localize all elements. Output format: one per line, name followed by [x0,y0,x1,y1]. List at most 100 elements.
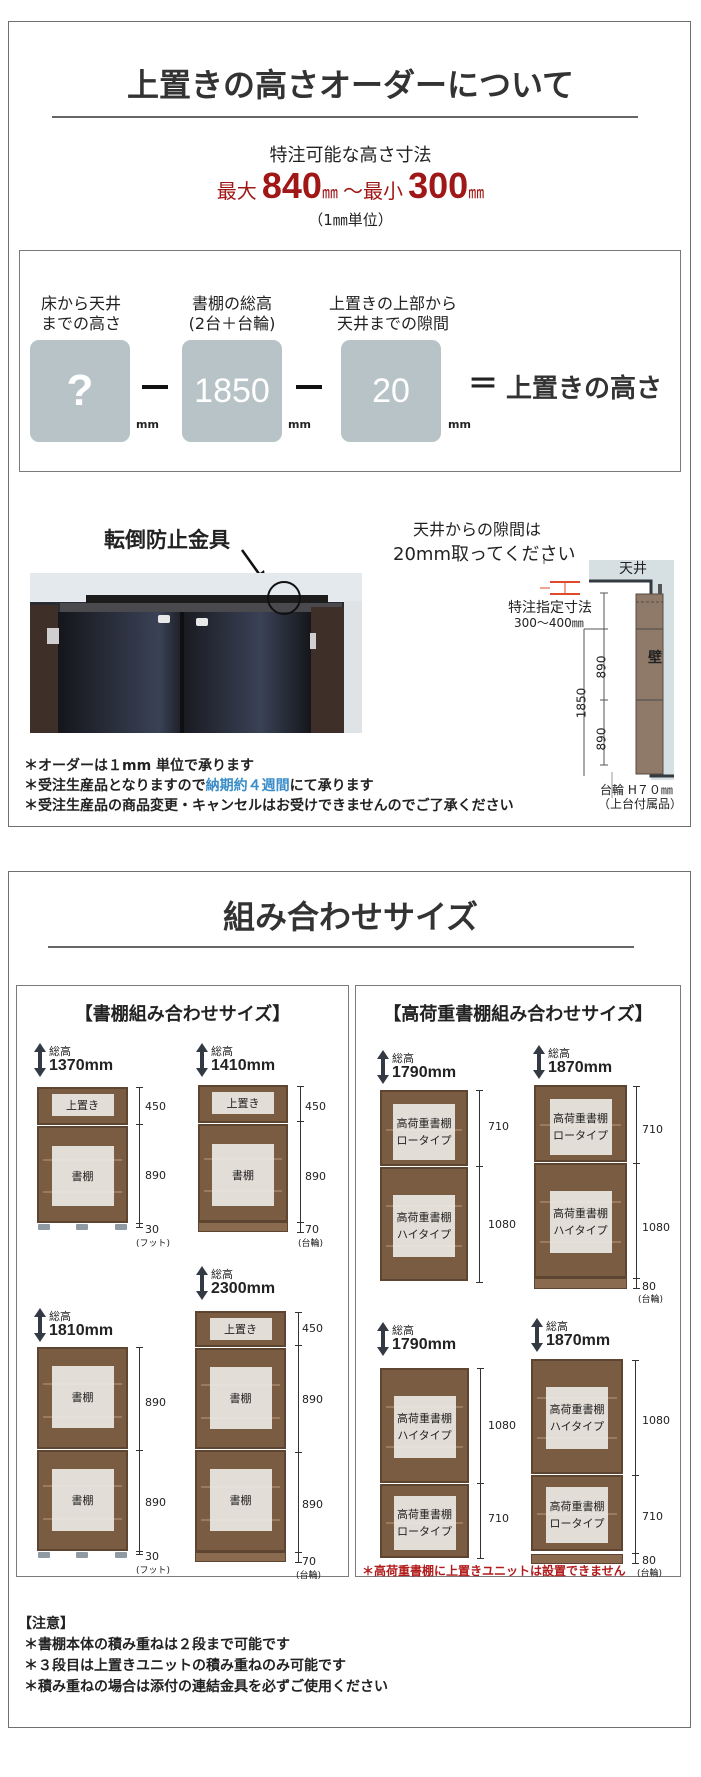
dim-low: 710 [488,1512,509,1525]
heavy-combo-title: 【高荷重書棚組み合わせサイズ】 [383,1004,653,1025]
unit-label: 上置き [209,1318,272,1340]
formula-term-1-label: 床から天井 までの高さ [26,294,136,334]
delivery-period-highlight: 納期約４週間 [205,778,290,794]
dim-base: 80 [642,1554,656,1567]
formula-term-2-unit: mm [288,418,311,431]
note-1: ＊オーダーは１mm 単位で承ります [24,758,255,774]
dim-upper: 450 [302,1322,323,1335]
foot-icon [76,1224,88,1230]
unit-label: 高荷重書棚ハイタイプ [549,1191,612,1253]
dim-bookshelf: 890 [145,1496,166,1509]
anti-tip-bracket-caption: 転倒防止金具 [104,528,230,552]
height-arrow-icon [196,1043,208,1077]
label-line: 床から天井 [40,294,121,313]
unit-label: 高荷重書棚ロータイプ [393,1496,456,1550]
minus-operator-2 [296,385,322,389]
unit-label: 高荷重書棚ロータイプ [393,1104,455,1160]
bookshelf-combo-title: 【書棚組み合わせサイズ】 [74,1004,291,1025]
upper-unit: 上置き [37,1087,128,1125]
hinge-icon [310,633,316,649]
gap-note-line1: 天井からの隙間は [413,520,542,539]
plinth-base [195,1552,286,1562]
label-line: (2台＋台輪) [188,314,276,333]
heavy-low-unit: 高荷重書棚ロータイプ [531,1475,623,1551]
wall-label: 壁 [648,650,662,666]
height-arrow-icon [34,1043,46,1077]
equals-operator: ＝ [468,367,498,402]
photo-interior [58,612,311,733]
dim-bookshelf: 890 [145,1396,166,1409]
combo-title-divider [48,946,634,948]
note-2-prefix: ＊受注生産品となりますので [24,778,206,794]
upper-unit: 上置き [198,1085,288,1123]
note-2: ＊受注生産品となりますので納期約４週間にて承ります [24,775,374,795]
gap-note-line2: 20mm取ってください [393,544,576,565]
plinth-base [198,1222,288,1232]
plinth-base [531,1554,623,1564]
height-arrow-icon [34,1308,46,1342]
unit-label: 高荷重書棚ハイタイプ [546,1387,608,1449]
unit-label: 上置き [51,1094,114,1116]
custom-dim-label: 特注指定寸法 [508,600,592,616]
dim-low: 710 [642,1510,663,1523]
unit-label: 書棚 [51,1469,114,1531]
plinth-base [534,1278,627,1289]
unit-label: 書棚 [212,1144,274,1206]
range-min-unit: ㎜ [468,183,485,202]
formula-term-2-tile: 1850 [182,340,282,442]
formula-result: 上置きの高さ [506,374,663,404]
formula-term-3-tile: 20 [341,340,441,442]
label-line: 天井までの隙間 [336,314,449,333]
dim-line [636,1086,637,1289]
dim-base: 30 [145,1550,159,1563]
range-separator: ～最小 [343,179,404,203]
unit-label: 書棚 [51,1366,114,1428]
photo-left-door [30,605,58,733]
foot-icon [115,1552,127,1558]
label-line: までの高さ [40,314,121,333]
dim-bookshelf: 890 [145,1169,166,1182]
dim-base-note: (フット) [136,1239,171,1249]
range-max-value: 840 [261,165,322,206]
bookshelf-unit: 書棚 [37,1450,128,1551]
foot-icon [38,1224,50,1230]
photo-divider [180,612,184,733]
heavy-high-unit: 高荷重書棚ハイタイプ [380,1368,469,1483]
unit-label: 上置き [212,1092,274,1114]
total-value: 1370mm [49,1057,114,1074]
caution-item-2: ＊３段目は上置きユニットの積み重ねのみ可能です [24,1658,346,1674]
total-value: 1870mm [546,1332,611,1349]
bookshelf-top-photo [30,573,362,733]
dim-high: 1080 [642,1414,670,1427]
bookshelf-unit: 書棚 [37,1126,128,1223]
unit-label: 書棚 [209,1469,272,1531]
total-value: 1410mm [211,1057,276,1074]
dim-base: 80 [642,1280,656,1293]
formula-term-3-label: 上置きの上部から 天井までの隙間 [318,294,468,334]
custom-dim-range: 300～400㎜ [514,616,584,630]
dim-base-note: (台輪) [296,1571,322,1581]
foot-icon [115,1224,127,1230]
bookshelf-unit: 書棚 [198,1124,288,1222]
dim-base-note: (台輪) [298,1239,324,1249]
height-arrow-icon [377,1322,389,1356]
dim-upper: 450 [145,1100,166,1113]
unit-label: 高荷重書棚ロータイプ [549,1099,612,1155]
dim-low: 710 [642,1123,663,1136]
minus-operator-1 [142,385,168,389]
dim-base-note: (フット) [136,1566,171,1576]
dim-bookshelf: 890 [305,1170,326,1183]
upper-dim: 890 [594,655,609,679]
total-label: 総高 [392,1324,414,1337]
dim-line [480,1368,481,1558]
dim-bookshelf: 890 [302,1393,323,1406]
total-label: 総高 [548,1047,570,1060]
base-note-line2: （上台付属品） [598,797,683,811]
total-value: 1790mm [392,1064,457,1081]
height-arrow-icon [531,1318,543,1352]
dim-high: 1080 [488,1419,516,1432]
heavy-high-unit: 高荷重書棚ハイタイプ [534,1163,627,1278]
height-arrow-icon [533,1045,545,1079]
total-label: 総高 [211,1045,233,1058]
dim-high: 1080 [642,1221,670,1234]
